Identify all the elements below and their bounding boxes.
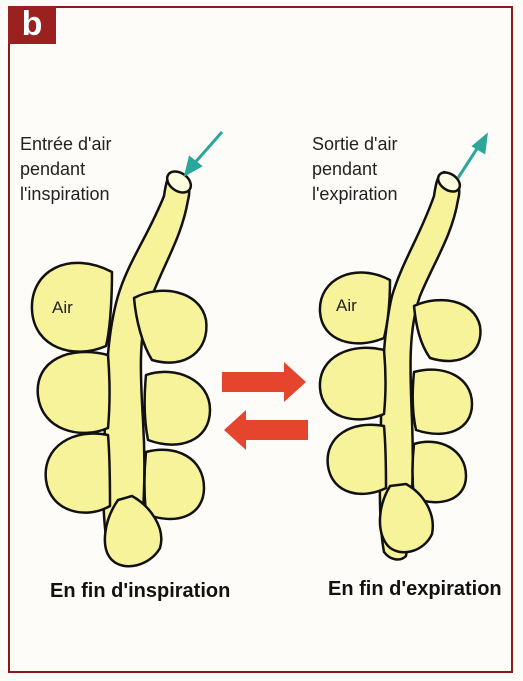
outflow-label-line-2: pendant — [312, 157, 397, 182]
arrow-to-inspiration — [224, 410, 308, 450]
caption-inspiration: En fin d'inspiration — [50, 580, 230, 603]
caption-expiration: En fin d'expiration — [328, 578, 502, 601]
outflow-label-line-3: l'expiration — [312, 182, 397, 207]
outflow-label-line-1: Sortie d'air — [312, 132, 397, 157]
air-label-expiration: Air — [336, 296, 357, 316]
alveoli-expiration — [320, 169, 481, 560]
alveoli-inspiration — [32, 167, 210, 566]
inflow-label-line-3: l'inspiration — [20, 182, 112, 207]
inflow-label-line-2: pendant — [20, 157, 112, 182]
airflow-in-arrow — [186, 132, 222, 174]
arrow-to-expiration — [222, 362, 306, 402]
air-label-inspiration: Air — [52, 298, 73, 318]
outflow-label: Sortie d'air pendant l'expiration — [312, 132, 397, 207]
inflow-label-line-1: Entrée d'air — [20, 132, 112, 157]
airflow-out-arrow — [458, 136, 486, 178]
inflow-label: Entrée d'air pendant l'inspiration — [20, 132, 112, 207]
